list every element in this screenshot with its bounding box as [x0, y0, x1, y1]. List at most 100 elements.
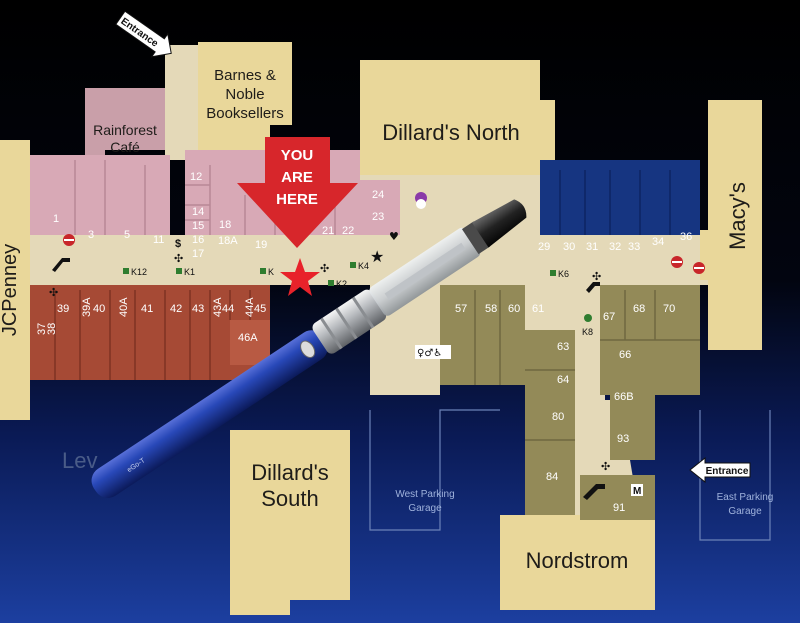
svg-text:18A: 18A: [218, 235, 238, 247]
svg-text:63: 63: [557, 341, 569, 353]
svg-text:K4: K4: [358, 261, 369, 271]
svg-text:43: 43: [192, 303, 204, 315]
svg-text:64: 64: [557, 374, 569, 386]
svg-text:5: 5: [124, 229, 130, 241]
svg-text:M: M: [633, 486, 641, 497]
you-are-here-line-3: HERE: [276, 191, 318, 208]
svg-text:30: 30: [563, 241, 575, 253]
svg-text:15: 15: [192, 220, 204, 232]
svg-text:29: 29: [538, 241, 550, 253]
svg-text:57: 57: [455, 303, 467, 315]
svg-text:24: 24: [372, 189, 384, 201]
svg-text:3: 3: [88, 229, 94, 241]
svg-text:K2: K2: [336, 279, 347, 289]
partial-level-label: Lev: [62, 448, 97, 473]
entrance-label: Entrance: [706, 466, 749, 477]
olive-zone: [440, 285, 700, 520]
svg-text:44: 44: [222, 303, 234, 315]
pen-mouthpiece: [471, 199, 527, 248]
dillards-south-store[interactable]: [230, 430, 350, 615]
pen-button: [300, 340, 316, 358]
svg-text:66: 66: [619, 349, 631, 361]
svg-text:42: 42: [170, 303, 182, 315]
svg-text:✣: ✣: [601, 461, 610, 473]
svg-text:33: 33: [628, 241, 640, 253]
svg-text:22: 22: [342, 225, 354, 237]
svg-text:K6: K6: [558, 269, 569, 279]
svg-text:60: 60: [508, 303, 520, 315]
pen-battery: [91, 330, 328, 498]
svg-text:66B: 66B: [614, 391, 634, 403]
svg-text:93: 93: [617, 433, 629, 445]
svg-text:84: 84: [546, 471, 558, 483]
svg-text:♥: ♥: [389, 230, 399, 243]
svg-text:41: 41: [141, 303, 153, 315]
red-zone: [30, 285, 270, 380]
blue-zone: [540, 160, 700, 235]
pen-collar: [312, 289, 387, 354]
svg-text:18: 18: [219, 219, 231, 231]
kiosks: K12 K1 K K2 K4 K6 K8: [123, 261, 593, 337]
svg-text:K8: K8: [582, 327, 593, 337]
no-smoking-icon: [63, 234, 75, 246]
ecig-pen-photo: eGo-T: [91, 199, 527, 498]
entrance-east: Entrance: [689, 456, 751, 484]
svg-text:36: 36: [680, 231, 692, 243]
svg-text:✣: ✣: [592, 271, 601, 283]
svg-text:44A: 44A: [244, 297, 256, 317]
svg-text:67: 67: [603, 311, 615, 323]
svg-text:14: 14: [192, 206, 204, 218]
svg-text:40: 40: [93, 303, 105, 315]
svg-text:45: 45: [254, 303, 266, 315]
dillards-north-store[interactable]: [360, 60, 555, 175]
jcpenney-store[interactable]: [0, 140, 30, 420]
svg-text:16: 16: [192, 234, 204, 246]
unit-numbers: 1 3 5 11 12 14 15 16 17 18 18A 19 21 22 …: [36, 171, 692, 514]
info-icon: ✣: [320, 263, 329, 275]
info-icon: ✣: [49, 287, 58, 299]
you-are-here-line-2: ARE: [281, 169, 313, 186]
you-are-here-line-1: YOU: [281, 147, 314, 164]
svg-text:K: K: [268, 267, 274, 277]
map-icons: $ ✣ ✣ ✣ ✣ ✣ ★ ♥ M ♀♂♿: [49, 192, 705, 500]
info-icon: ✣: [601, 461, 610, 473]
svg-text:70: 70: [663, 303, 675, 315]
escalator-icon: [52, 258, 70, 272]
rainforest-cafe-store[interactable]: [85, 88, 165, 160]
nordstrom-store[interactable]: [500, 515, 655, 610]
atm-icon: $: [175, 238, 181, 250]
svg-text:38: 38: [46, 323, 58, 335]
svg-text:46A: 46A: [238, 332, 258, 344]
svg-text:K1: K1: [184, 267, 195, 277]
escalator-icon: [586, 282, 600, 293]
info-icon: ✣: [174, 253, 183, 265]
svg-text:✣: ✣: [320, 263, 329, 275]
star-icon: ★: [370, 247, 384, 266]
no-smoking-icon: [671, 256, 683, 268]
macys-store[interactable]: [700, 100, 762, 350]
elevator-icon: M: [631, 484, 643, 497]
svg-text:19: 19: [255, 239, 267, 251]
restroom-icon: ♥: [389, 230, 399, 243]
svg-text:39: 39: [57, 303, 69, 315]
svg-text:37: 37: [36, 323, 48, 335]
no-smoking-icon: [693, 262, 705, 274]
anchor-stores: [0, 42, 762, 615]
svg-text:★: ★: [370, 247, 384, 266]
svg-text:♀♂♿: ♀♂♿: [417, 348, 442, 359]
dillards-north-label: Dillard's North: [382, 120, 519, 145]
svg-text:34: 34: [652, 236, 664, 248]
svg-text:21: 21: [322, 225, 334, 237]
svg-text:58: 58: [485, 303, 497, 315]
nordstrom-label: Nordstrom: [526, 548, 629, 573]
you-are-here-marker: YOU ARE HERE: [237, 137, 358, 296]
svg-text:31: 31: [586, 241, 598, 253]
barnes-noble-store[interactable]: [198, 42, 292, 155]
svg-text:✣: ✣: [49, 287, 58, 299]
